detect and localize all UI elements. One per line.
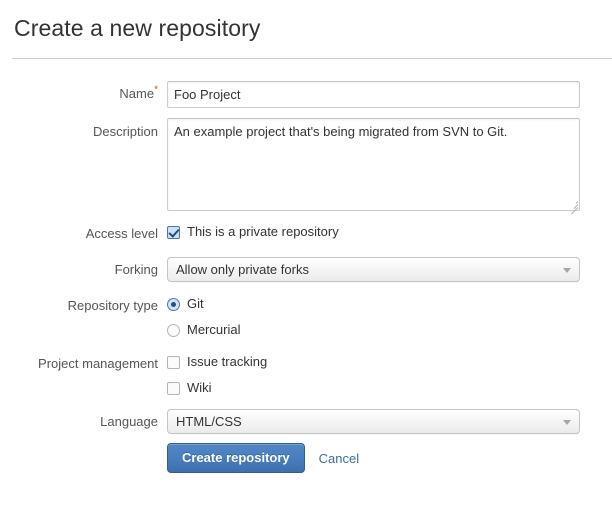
create-repository-form: Name* Description Access level This is a… bbox=[0, 59, 612, 473]
checkbox-row-wiki[interactable]: Wiki bbox=[167, 377, 612, 399]
page-header: Create a new repository bbox=[0, 0, 612, 42]
description-control bbox=[167, 118, 612, 215]
description-textarea-wrap bbox=[167, 118, 580, 215]
private-repository-checkbox-row[interactable]: This is a private repository bbox=[167, 221, 612, 243]
language-select-value: HTML/CSS bbox=[176, 414, 242, 429]
language-select[interactable]: HTML/CSS bbox=[167, 409, 580, 434]
chevron-down-icon bbox=[563, 267, 571, 273]
checkbox-unchecked-icon[interactable] bbox=[167, 381, 180, 395]
repository-type-label: Repository type bbox=[67, 298, 158, 313]
name-control bbox=[167, 81, 612, 108]
access-level-label: Access level bbox=[85, 226, 158, 241]
description-label: Description bbox=[92, 124, 158, 139]
checkbox-row-issue-tracking[interactable]: Issue tracking bbox=[167, 351, 612, 373]
language-label: Language bbox=[100, 414, 158, 429]
project-management-label: Project management bbox=[38, 356, 158, 371]
header-divider bbox=[12, 58, 612, 59]
access-level-control: This is a private repository bbox=[167, 221, 612, 243]
form-row-language: Language HTML/CSS bbox=[0, 409, 612, 435]
form-row-repository-type: Repository type Git Mercurial bbox=[0, 293, 612, 341]
radio-label-git: Git bbox=[187, 296, 204, 311]
create-repository-button[interactable]: Create repository bbox=[167, 443, 305, 473]
repository-type-control: Git Mercurial bbox=[167, 293, 612, 341]
name-label-text: Name bbox=[119, 86, 155, 101]
form-row-actions: Create repository Cancel bbox=[0, 439, 612, 473]
radio-label-mercurial: Mercurial bbox=[187, 322, 241, 337]
forking-select[interactable]: Allow only private forks bbox=[167, 257, 580, 282]
radio-row-git[interactable]: Git bbox=[167, 293, 612, 315]
chevron-down-icon bbox=[563, 419, 571, 425]
language-control: HTML/CSS bbox=[167, 409, 612, 434]
forking-control: Allow only private forks bbox=[167, 257, 612, 282]
cancel-link[interactable]: Cancel bbox=[318, 450, 360, 466]
checkbox-label-wiki: Wiki bbox=[187, 380, 212, 395]
page-title: Create a new repository bbox=[14, 15, 261, 41]
actions-control: Create repository Cancel bbox=[167, 439, 612, 473]
required-asterisk-icon: * bbox=[154, 84, 158, 96]
form-row-access-level: Access level This is a private repositor… bbox=[0, 221, 612, 247]
form-row-name: Name* bbox=[0, 81, 612, 108]
form-row-project-management: Project management Issue tracking Wiki bbox=[0, 351, 612, 399]
radio-row-mercurial[interactable]: Mercurial bbox=[167, 319, 612, 341]
form-row-forking: Forking Allow only private forks bbox=[0, 257, 612, 283]
project-management-control: Issue tracking Wiki bbox=[167, 351, 612, 399]
name-label: Name* bbox=[0, 81, 167, 107]
form-actions: Create repository Cancel bbox=[167, 439, 612, 473]
forking-label: Forking bbox=[114, 262, 158, 277]
checkbox-checked-icon[interactable] bbox=[167, 225, 180, 239]
checkbox-label-issue-tracking: Issue tracking bbox=[187, 354, 268, 369]
description-textarea[interactable] bbox=[167, 118, 580, 211]
name-input[interactable] bbox=[167, 81, 580, 108]
form-row-description: Description bbox=[0, 118, 612, 215]
radio-selected-icon[interactable] bbox=[167, 297, 180, 311]
checkbox-unchecked-icon[interactable] bbox=[167, 355, 180, 369]
private-repository-label: This is a private repository bbox=[187, 224, 339, 239]
forking-select-value: Allow only private forks bbox=[176, 262, 309, 277]
radio-unselected-icon[interactable] bbox=[167, 323, 180, 337]
